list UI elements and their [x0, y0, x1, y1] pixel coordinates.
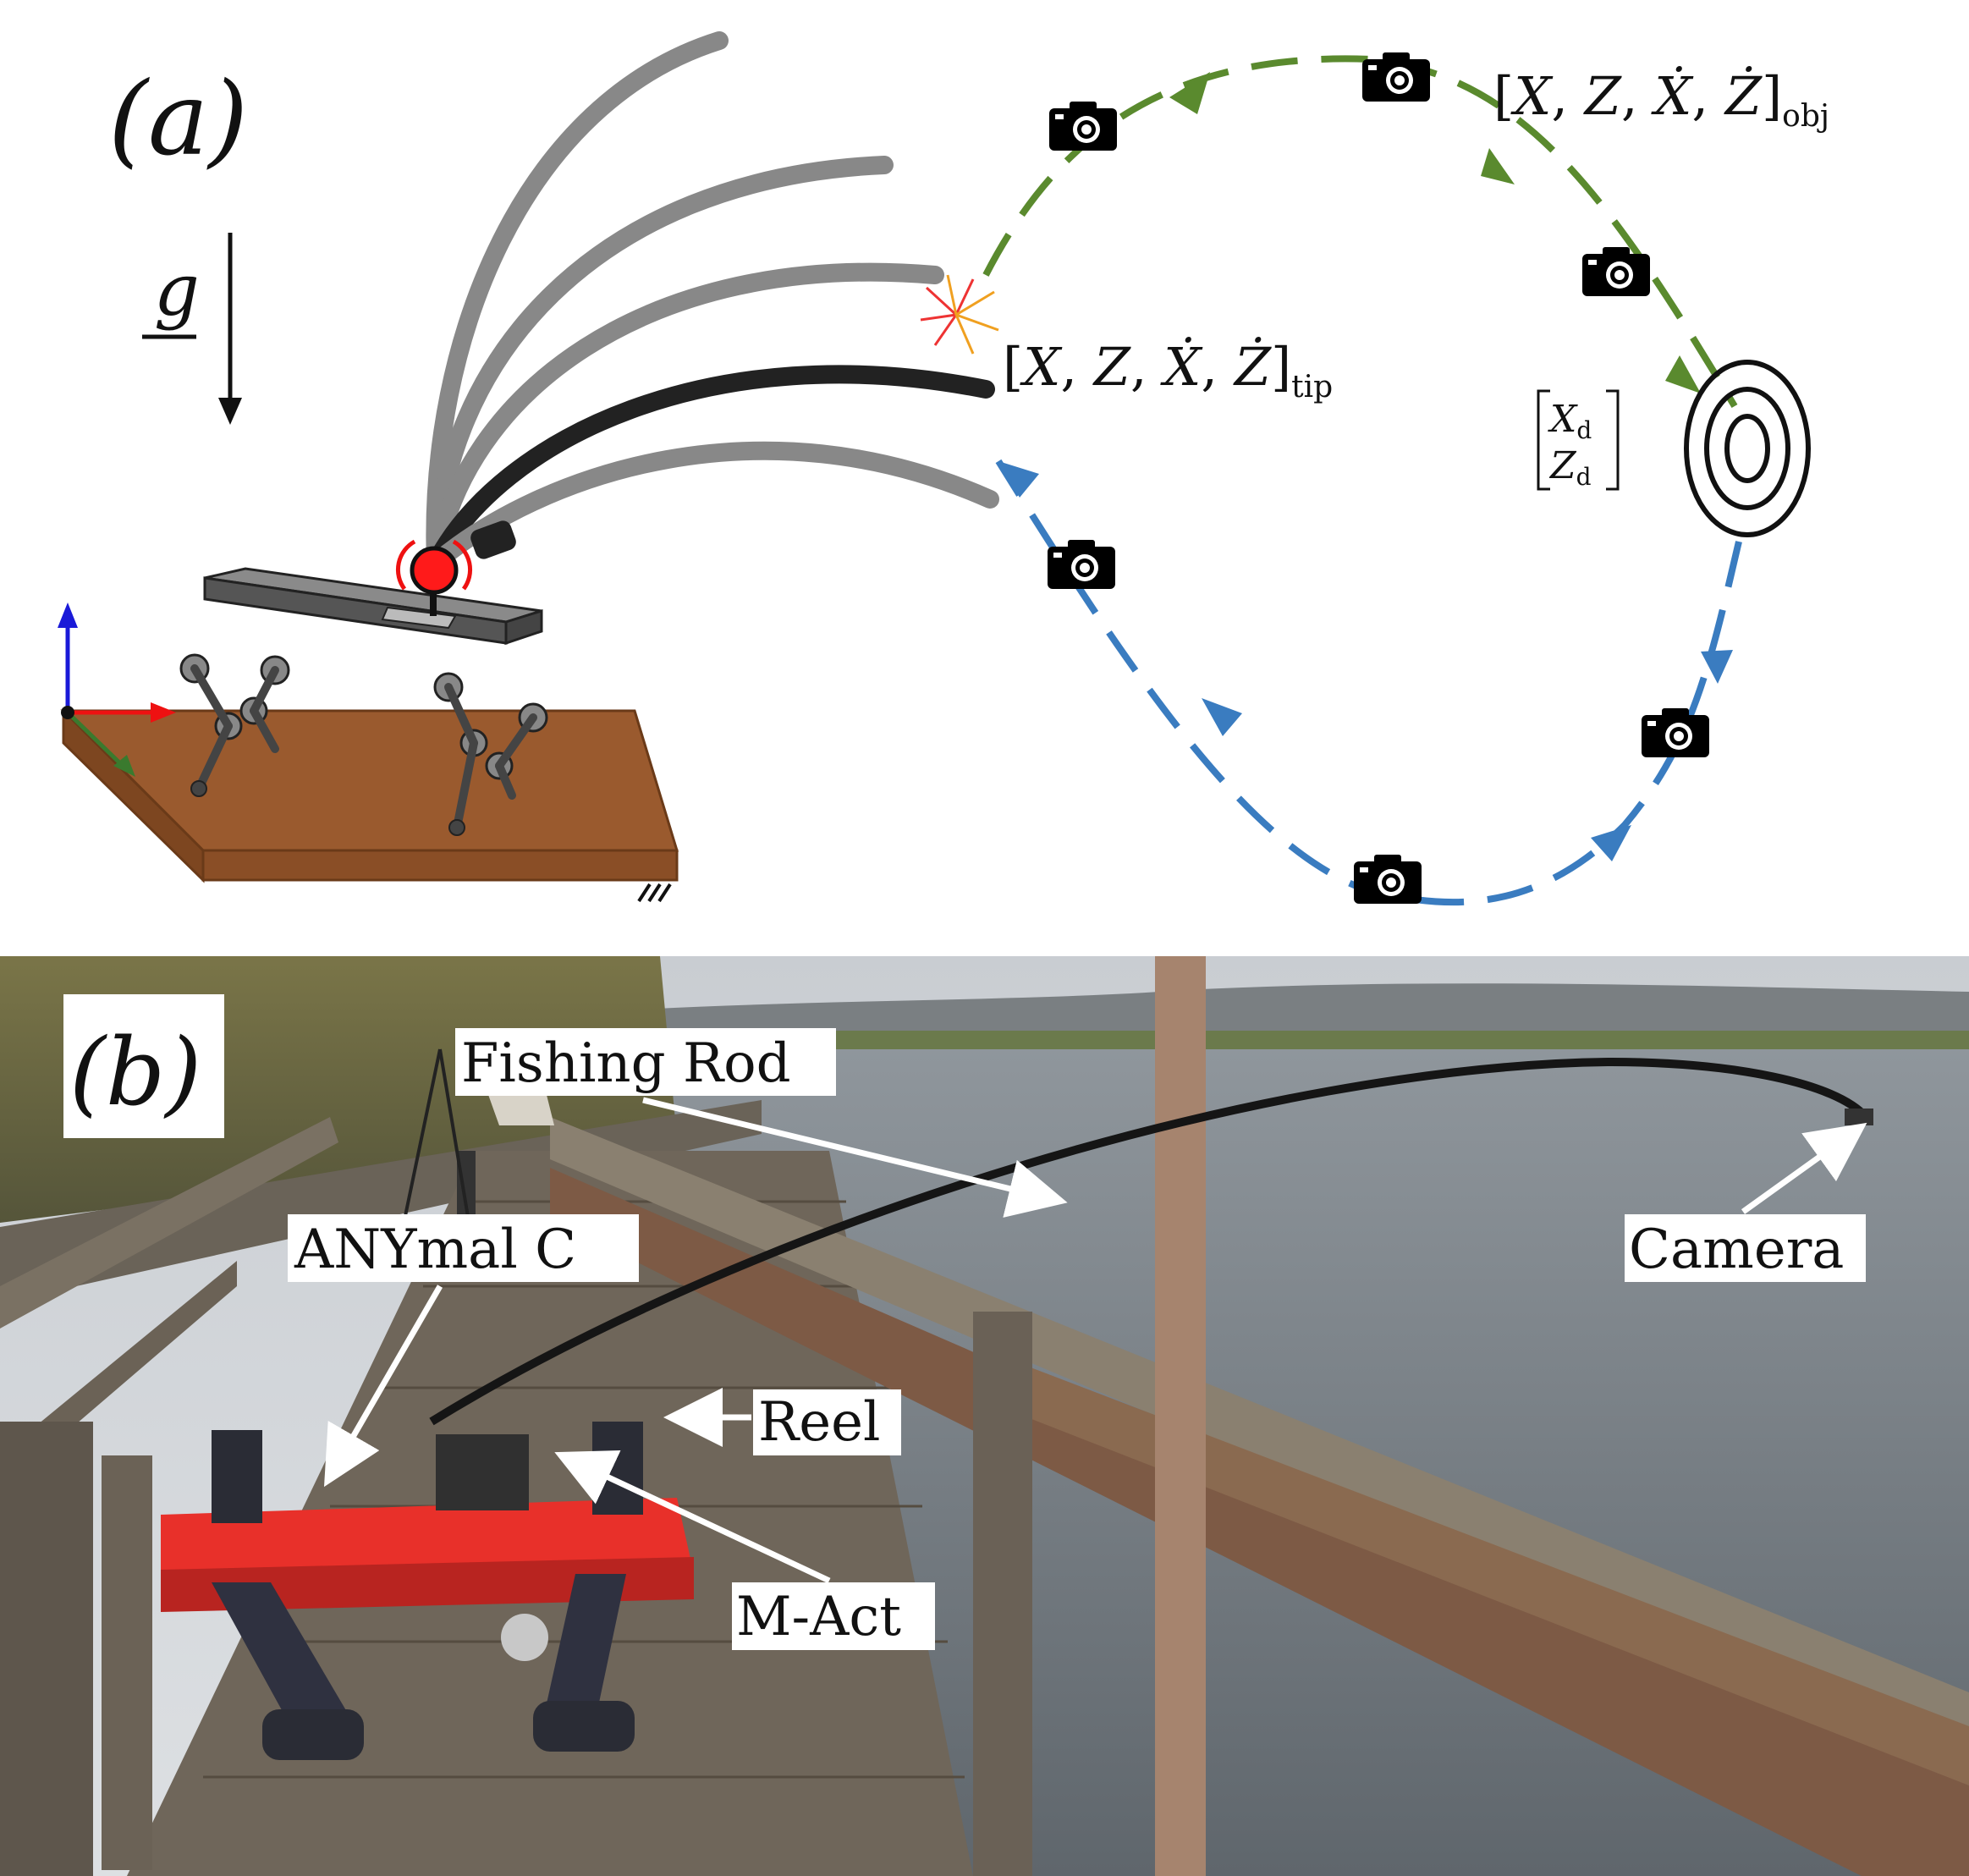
gravity-symbol: g — [154, 249, 200, 332]
fishing-rod-photo — [429, 1057, 1873, 1426]
quadruped-robot-sketch — [179, 567, 548, 836]
release-burst-icon — [920, 274, 999, 355]
object-state-label: [X, Z, Ẋ, Ż]obj — [1493, 65, 1829, 134]
svg-text:Reel: Reel — [758, 1391, 880, 1454]
camera-icon — [1048, 540, 1115, 589]
callout-m-act: M-Act — [554, 1450, 935, 1650]
svg-text:Fishing Rod: Fishing Rod — [461, 1032, 791, 1095]
rod-sweep — [426, 31, 999, 572]
svg-text:ANYmal C: ANYmal C — [294, 1219, 576, 1281]
panel-b-label: (b) — [69, 1018, 201, 1126]
camera-icon — [1582, 247, 1650, 296]
callout-reel: Reel — [663, 1388, 901, 1455]
gravity-indicator: g — [142, 233, 242, 425]
target-icon — [1684, 360, 1811, 537]
callout-fishing-rod: Fishing Rod — [455, 1028, 1068, 1218]
trajectory-arrowheads — [998, 72, 1733, 861]
target-position-vector: Xd Zd — [1537, 389, 1620, 491]
svg-text:Zd: Zd — [1548, 444, 1592, 491]
svg-text:Camera: Camera — [1629, 1219, 1844, 1281]
svg-text:Xd: Xd — [1548, 398, 1592, 444]
camera-icon — [1049, 102, 1117, 151]
tip-state-label: [X, Z, Ẋ, Ż]tip — [1003, 336, 1333, 404]
pivot-actuator — [395, 539, 473, 595]
camera-icon — [1642, 708, 1709, 757]
callout-camera: Camera — [1625, 1122, 1867, 1282]
throw-trajectory — [982, 55, 1738, 409]
camera-icons — [1048, 52, 1709, 904]
camera-icon — [1354, 855, 1422, 904]
svg-text:M-Act: M-Act — [736, 1586, 901, 1648]
return-trajectory — [995, 459, 1742, 906]
gravity-arrowhead — [218, 398, 242, 425]
panel-a-label: (a) — [108, 61, 248, 179]
ground-plate — [60, 707, 679, 903]
panel-a: (a) g — [58, 31, 1829, 906]
panel-b-photo: (b) Fishing Rod ANYmal C Reel M-Act Came… — [0, 956, 1969, 1876]
coordinate-axes — [58, 602, 176, 777]
panel-b-label-box — [63, 994, 224, 1138]
callout-anymal: ANYmal C — [288, 1214, 639, 1488]
camera-icon — [1362, 52, 1430, 102]
